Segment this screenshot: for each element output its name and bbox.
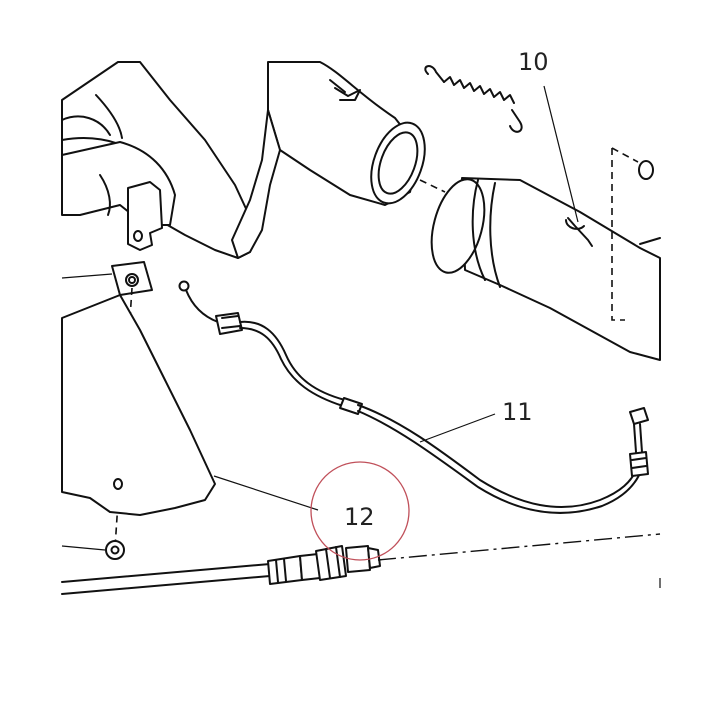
- callout-11-leader: [419, 413, 496, 443]
- retaining-clip: [611, 147, 654, 321]
- part-12-highlight-circle: [310, 461, 410, 561]
- clip-nut: [61, 261, 153, 296]
- sensor-cable: [178, 280, 649, 514]
- callout-10-leader: [543, 85, 579, 223]
- spring: [424, 65, 523, 133]
- grommet: [61, 540, 125, 560]
- bracket-tab: [127, 181, 163, 251]
- exhaust-header-pipe: [231, 61, 426, 259]
- sensor-axis-line: [377, 533, 661, 561]
- callout-11-label: 11: [502, 398, 533, 426]
- lower-guard: [61, 294, 319, 516]
- callout-12-label: 12: [344, 503, 375, 531]
- joint-alignment-line: [419, 179, 446, 193]
- silencer-pipe: [430, 177, 661, 361]
- callout-10-label: 10: [518, 48, 549, 76]
